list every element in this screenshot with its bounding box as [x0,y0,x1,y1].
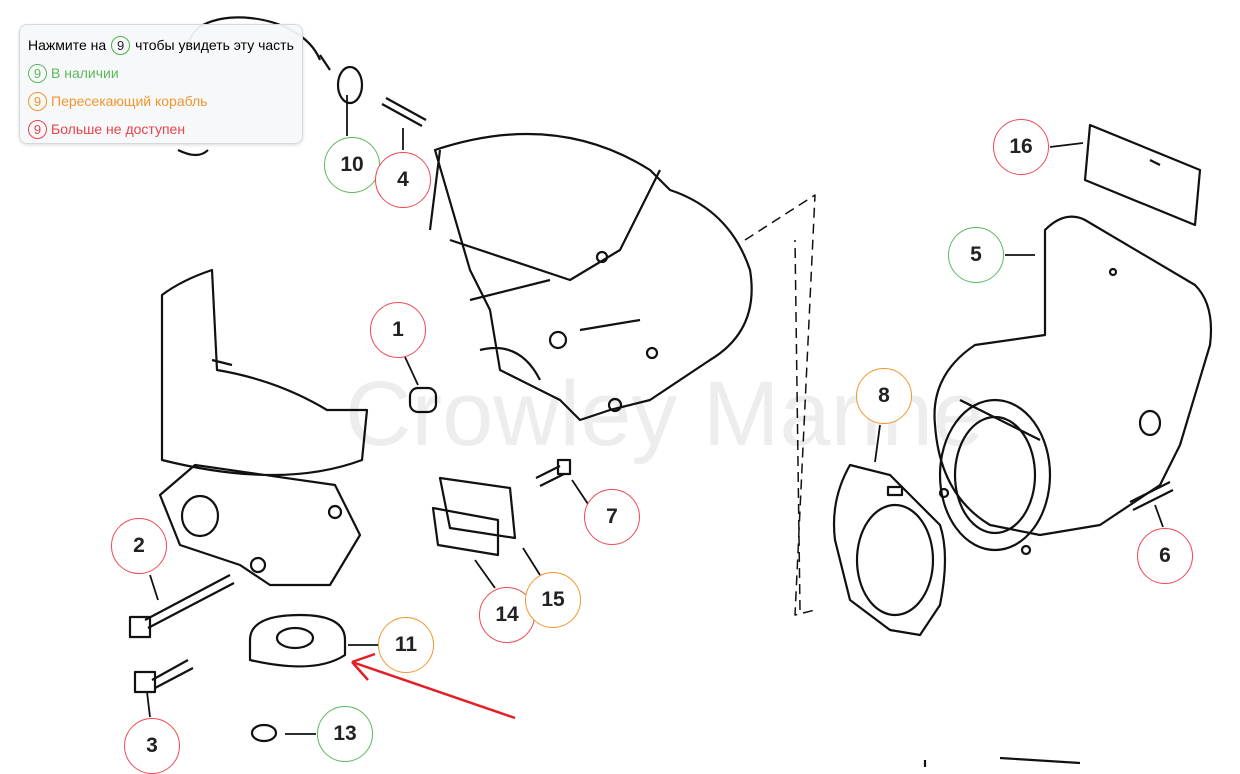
part-gaskets-14-15 [431,476,517,557]
part-partial-bottom [923,756,1081,767]
part-cover-11 [248,613,347,668]
leader-lines [146,95,1164,735]
legend-in-stock-label: В наличии [51,65,119,81]
callout-16[interactable]: 16 [993,119,1049,175]
callout-3[interactable]: 3 [124,718,180,774]
part-gasket-8 [832,463,947,637]
callout-15[interactable]: 15 [525,572,581,628]
part-bolt-2 [128,574,235,639]
legend-badge: 9 [111,35,131,55]
callout-4[interactable]: 4 [375,152,431,208]
part-screw-7 [535,458,572,487]
red-arrow [351,652,516,720]
callout-5[interactable]: 5 [948,227,1004,283]
legend-suffix: чтобы увидеть эту часть [135,37,294,53]
legend-instruction: Нажмите на 9 чтобы увидеть эту часть [28,31,294,59]
callout-2[interactable]: 2 [111,518,167,574]
callout-8[interactable]: 8 [856,368,912,424]
callout-6[interactable]: 6 [1137,528,1193,584]
part-washer-13 [250,723,278,743]
callout-11[interactable]: 11 [378,617,434,673]
part-bolt-6 [1129,481,1174,511]
part-gasket-16 [1083,123,1202,227]
part-pin-4 [381,97,427,127]
callout-1[interactable]: 1 [370,302,426,358]
part-crankcase-lower [158,268,369,587]
callout-10[interactable]: 10 [324,137,380,193]
callout-13[interactable]: 13 [317,706,373,762]
legend-unavailable-label: Больше не доступен [51,121,186,137]
legend-badge-orange: 9 [28,91,47,111]
part-housing-5 [933,215,1213,556]
legend-prefix: Нажмите на [28,37,107,53]
legend-badge-red: 9 [28,119,47,139]
part-crankcase-upper [428,132,753,422]
part-bushing-1 [408,386,438,414]
legend-badge-green: 9 [28,63,47,83]
part-bolt-3 [133,659,194,694]
legend-superseded-label: Пересекающий корабль [51,93,208,109]
part-dashed-plane [744,194,816,616]
callout-7[interactable]: 7 [584,489,640,545]
